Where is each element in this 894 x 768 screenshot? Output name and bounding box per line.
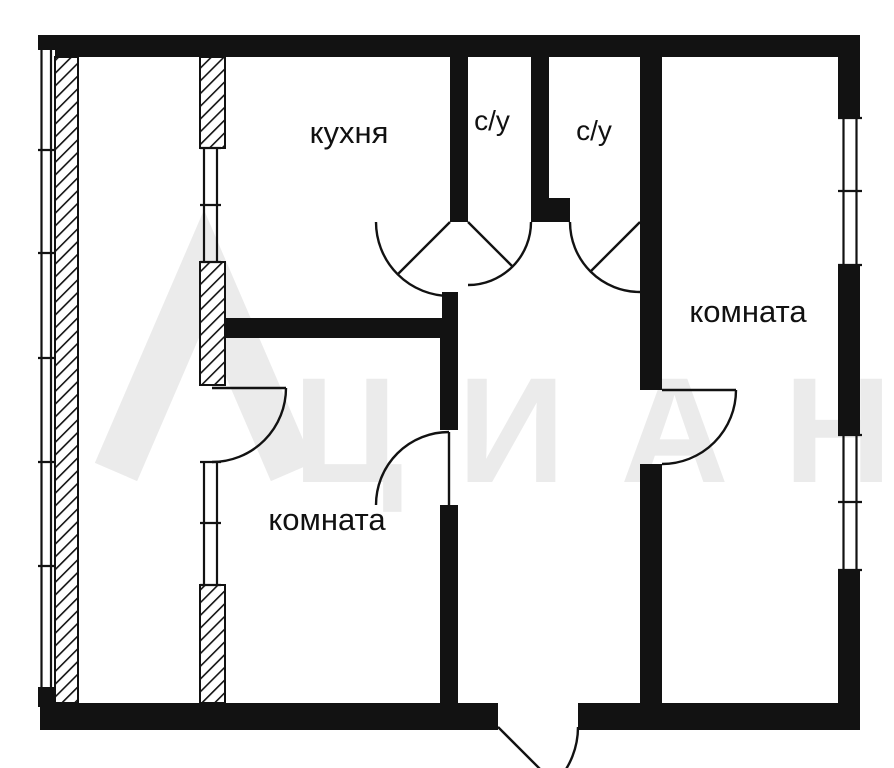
wall-inner-left-seg1 [199, 56, 226, 149]
window-right-lower [838, 433, 862, 572]
door-arc [467, 221, 533, 287]
wall-roomleft-lower [440, 505, 458, 703]
wall-right-middle [838, 265, 860, 435]
door-arc [211, 387, 288, 464]
door-bathroom-2 [568, 221, 641, 294]
watermark-layer: ЦИАН [94, 209, 894, 514]
wall-right-top [838, 57, 860, 118]
door-arc [661, 389, 738, 466]
door-bathroom-1 [467, 221, 533, 287]
doors [211, 221, 738, 768]
window-inner-left-upper [200, 146, 221, 264]
wall-bath1-bath2 [531, 57, 549, 198]
label-room-left: комната [268, 502, 386, 537]
window-right-upper [838, 116, 862, 267]
balcony-glazing-cap-bottom [38, 687, 55, 707]
door-leaf [397, 221, 451, 275]
room-labels: кухня с/у с/у комната комната [268, 105, 807, 537]
wall-kitchen-bath1 [450, 57, 468, 222]
wall-inner-left-seg2 [199, 261, 226, 386]
label-room-right: комната [689, 294, 807, 329]
wall-corridor-roomright-top [640, 57, 662, 390]
door-arc [374, 430, 450, 506]
wall-kitchen-bottom [200, 318, 458, 338]
wall-roomleft-upper [440, 338, 458, 430]
door-leaf [467, 221, 513, 267]
wall-bottom-left [40, 703, 498, 730]
wall-kitchen-door-stub [442, 292, 458, 318]
wall-left-outer [54, 56, 79, 704]
door-room-right [661, 388, 738, 466]
wall-bath2-stub [531, 198, 570, 222]
wall-top [55, 35, 860, 57]
door-entrance [497, 726, 580, 768]
door-kitchen [374, 221, 451, 298]
label-kitchen: кухня [310, 115, 389, 150]
windows [38, 45, 862, 690]
door-leaf [497, 726, 541, 768]
door-balcony [211, 386, 288, 464]
wall-right-bottom [838, 570, 860, 703]
door-arc [374, 221, 451, 298]
door-arc [565, 726, 580, 768]
label-bathroom-1: с/у [474, 105, 510, 136]
wall-bottom-right [578, 703, 860, 730]
wall-inner-left-seg3 [199, 584, 226, 704]
label-bathroom-2: с/у [576, 115, 612, 146]
balcony-glazing-window [38, 45, 55, 690]
watermark-text: ЦИАН [293, 346, 894, 514]
walls-solid [38, 35, 860, 730]
door-leaf [589, 221, 641, 273]
wall-corridor-roomright-bottom [640, 464, 662, 703]
door-room-left [374, 430, 451, 506]
